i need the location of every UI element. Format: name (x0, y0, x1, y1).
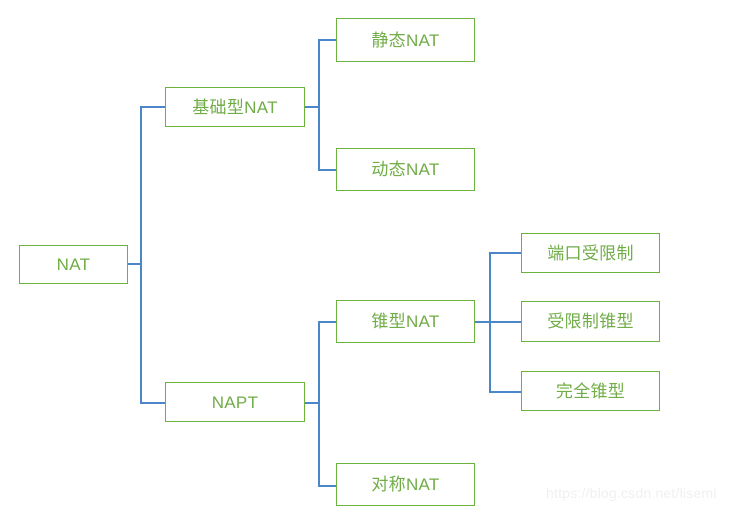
connector-napt-stub (305, 402, 319, 404)
connector-to-restricted-cone (489, 321, 522, 323)
node-label-cone-nat: 锥型NAT (371, 312, 440, 331)
connector-to-static-nat (318, 39, 337, 41)
watermark-text: https://blog.csdn.net/lisemi (546, 485, 717, 501)
connector-trunk-basic-children (318, 39, 320, 170)
node-symmetric-nat[interactable]: 对称NAT (336, 463, 475, 506)
node-label-napt: NAPT (211, 392, 259, 412)
node-cone-nat[interactable]: 锥型NAT (336, 300, 475, 343)
connector-to-basic-nat (140, 106, 166, 108)
connector-nat-stub (128, 263, 141, 265)
connector-to-full-cone (489, 391, 522, 393)
connector-to-cone-nat (318, 321, 337, 323)
node-label-port-restricted: 端口受限制 (547, 243, 634, 263)
node-label-restricted-cone: 受限制锥型 (547, 312, 634, 331)
node-label-nat: NAT (56, 255, 91, 274)
node-label-symmetric-nat: 对称NAT (371, 475, 440, 494)
node-basic-nat[interactable]: 基础型NAT (165, 87, 305, 127)
node-full-cone[interactable]: 完全锥型 (521, 371, 660, 411)
node-label-full-cone: 完全锥型 (555, 381, 626, 401)
node-napt[interactable]: NAPT (165, 382, 305, 422)
node-label-basic-nat: 基础型NAT (192, 97, 278, 117)
connector-trunk-napt-children (318, 321, 320, 485)
node-dynamic-nat[interactable]: 动态NAT (336, 148, 475, 191)
node-nat[interactable]: NAT (19, 245, 128, 284)
node-port-restricted[interactable]: 端口受限制 (521, 233, 660, 273)
connector-to-port-restricted (489, 252, 522, 254)
connector-to-symmetric-nat (318, 485, 337, 487)
connector-to-dynamic-nat (318, 169, 337, 171)
connector-trunk-level1 (140, 106, 142, 402)
node-label-static-nat: 静态NAT (371, 30, 440, 50)
node-static-nat[interactable]: 静态NAT (336, 18, 475, 62)
node-restricted-cone[interactable]: 受限制锥型 (521, 301, 660, 342)
connector-cone-nat-stub (475, 321, 490, 323)
node-label-dynamic-nat: 动态NAT (371, 160, 440, 179)
connector-to-napt (140, 402, 166, 404)
connector-basic-nat-stub (305, 106, 319, 108)
